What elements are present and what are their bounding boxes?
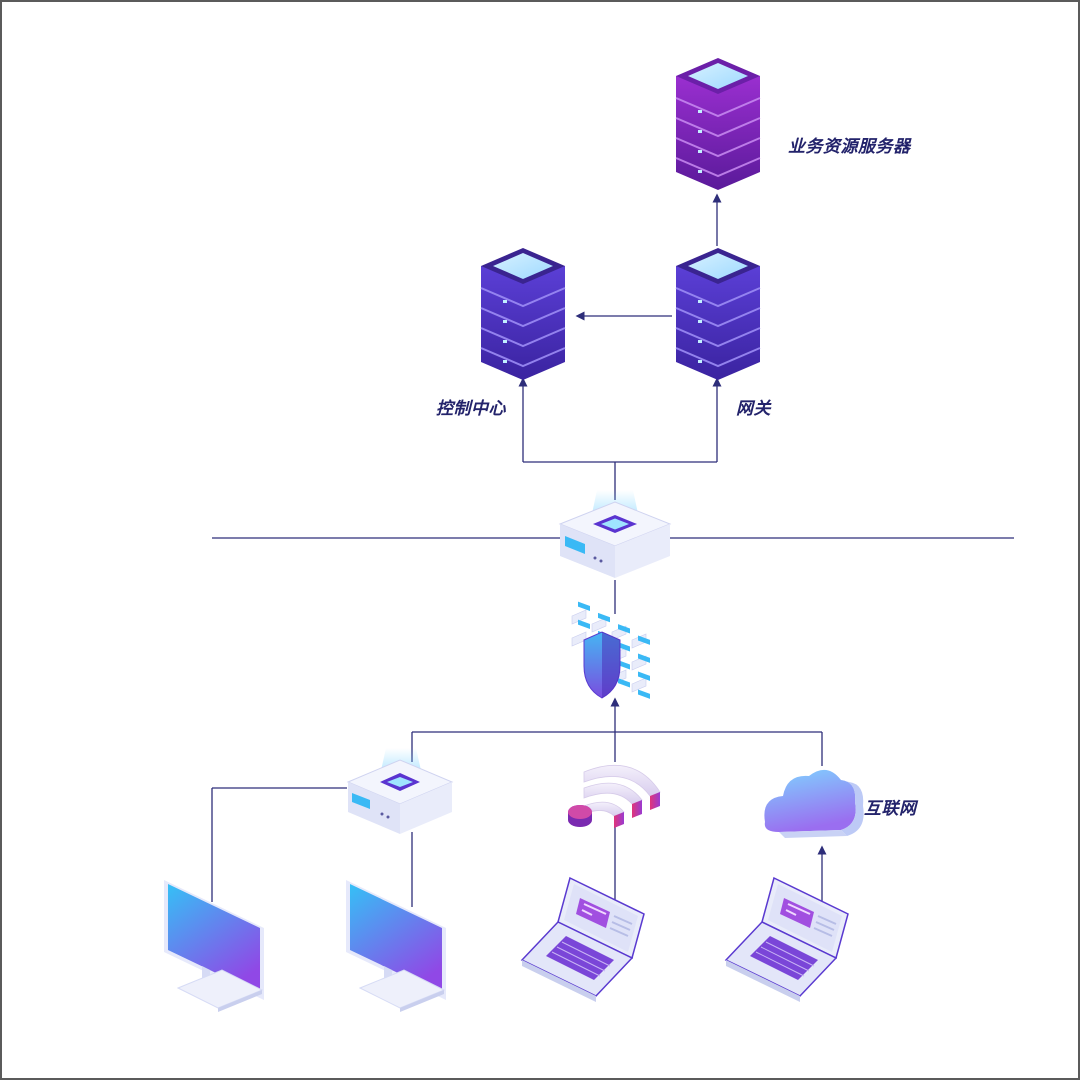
core-switch-icon [558, 490, 672, 578]
connection-lines [211, 193, 1014, 907]
monitor-icon [164, 880, 264, 1012]
gateway-label: 网关 [736, 399, 771, 419]
business-server-icon [675, 58, 761, 190]
gateway-server-icon [675, 248, 761, 380]
cloud-icon [764, 769, 864, 838]
access-switch-icon [346, 748, 454, 834]
internet-label: 互联网 [864, 799, 917, 819]
control-center-server-icon [480, 248, 566, 380]
laptop-icon [724, 876, 849, 1002]
firewall-icon [571, 601, 650, 699]
control-center-label: 控制中心 [436, 399, 506, 419]
wifi-icon [568, 765, 661, 828]
business-server-label: 业务资源服务器 [788, 137, 911, 157]
laptop-icon [520, 876, 645, 1002]
monitor-icon [346, 880, 446, 1012]
